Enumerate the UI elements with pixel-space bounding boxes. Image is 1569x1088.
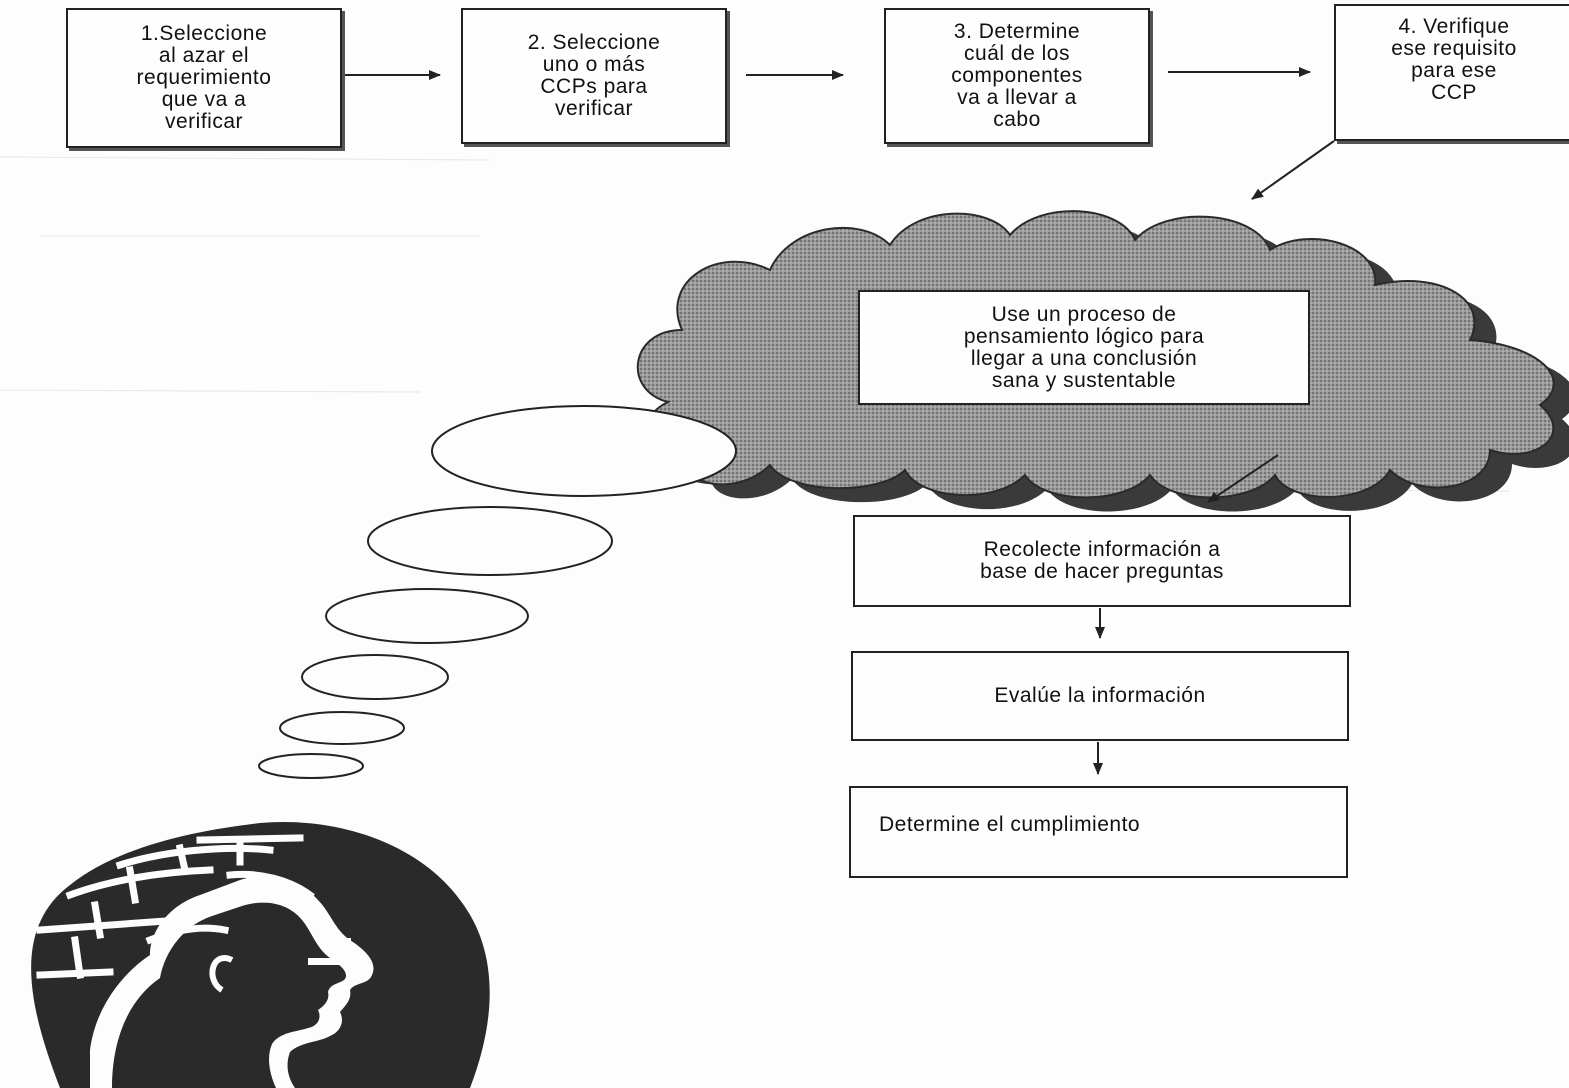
step-2-label: 2. Seleccione uno o más CCPs para verifi… [527, 31, 661, 120]
thought-bubble [301, 654, 449, 700]
flow-evaluate-info-label: Evalúe la información [994, 684, 1206, 707]
flow-gather-info-label: Recolecte información a base de hacer pr… [980, 538, 1224, 583]
top-arrows [344, 67, 1311, 80]
flow-evaluate-info-box: Evalúe la información [851, 651, 1349, 741]
step-4-label: 4. Verifique ese requisito para ese CCP [1391, 15, 1517, 104]
thought-bubble [258, 753, 364, 779]
thought-process-box: Use un proceso de pensamiento lógico par… [858, 290, 1310, 405]
flow-gather-info-box: Recolecte información a base de hacer pr… [853, 515, 1351, 607]
step-3-box: 3. Determine cuál de los componentes va … [884, 8, 1150, 144]
flow-determine-compliance-box: Determine el cumplimiento [849, 786, 1348, 878]
arrow-step4-to-cloud [1251, 140, 1335, 200]
thought-bubble [325, 588, 529, 644]
step-1-label: 1.Seleccione al azar el requerimiento qu… [136, 22, 272, 133]
thinking-head-icon [31, 821, 490, 1088]
step-1-box: 1.Seleccione al azar el requerimiento qu… [66, 8, 342, 148]
step-4-box: 4. Verifique ese requisito para ese CCP [1334, 4, 1569, 141]
arrow-cloud-to-flow [1207, 454, 1279, 503]
step-3-label: 3. Determine cuál de los componentes va … [951, 20, 1083, 131]
thought-bubbles [258, 405, 737, 779]
thought-bubble [431, 405, 737, 497]
step-2-box: 2. Seleccione uno o más CCPs para verifi… [461, 8, 727, 144]
thought-bubble [279, 711, 405, 745]
thought-bubble [367, 506, 613, 576]
flow-determine-compliance-label: Determine el cumplimiento [879, 813, 1141, 836]
thought-process-label: Use un proceso de pensamiento lógico par… [963, 302, 1205, 392]
